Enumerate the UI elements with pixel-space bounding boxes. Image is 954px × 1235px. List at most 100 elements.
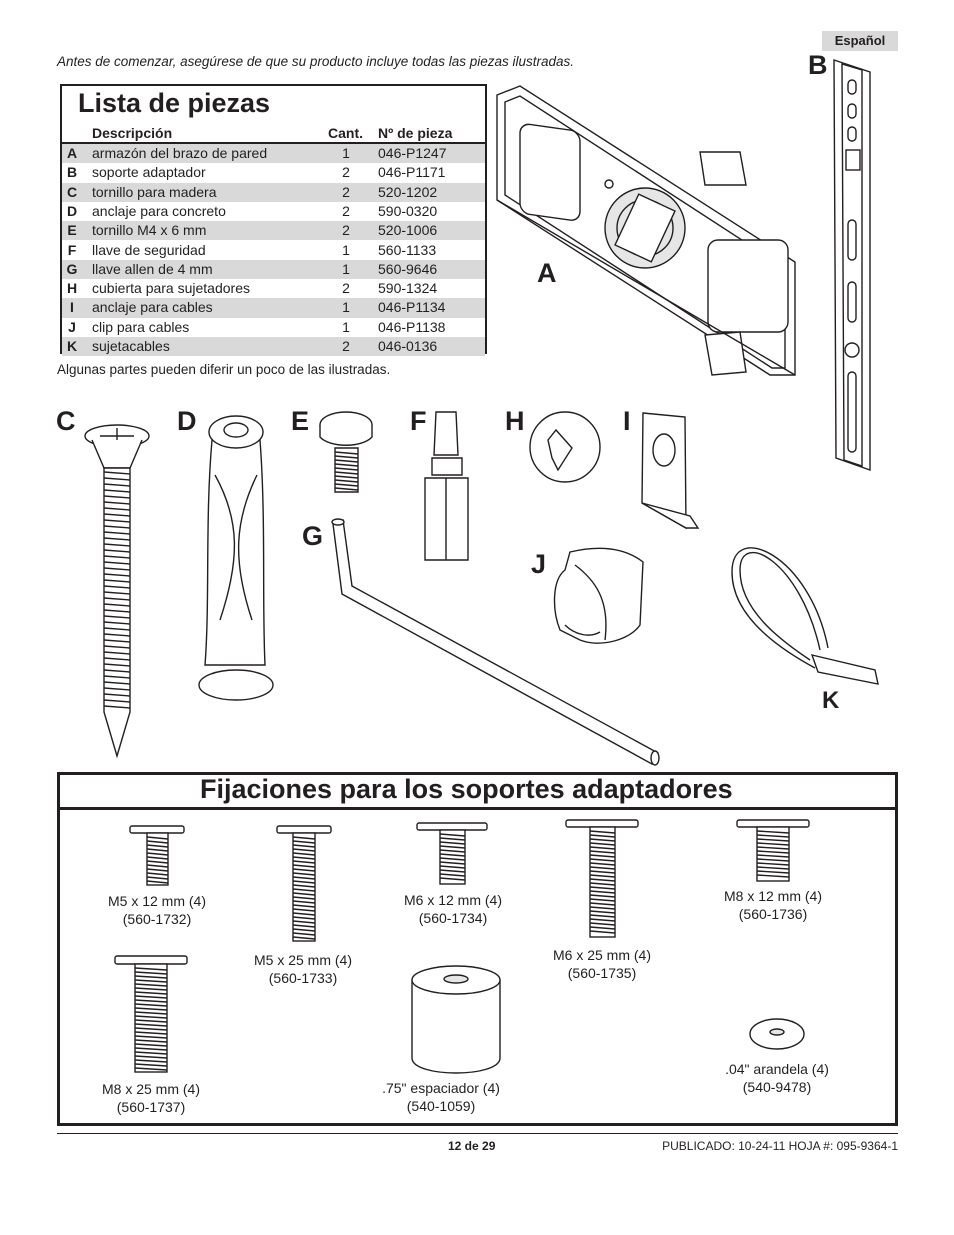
thread-line bbox=[589, 894, 616, 898]
thread-line bbox=[589, 882, 616, 886]
thread-line bbox=[134, 1003, 168, 1007]
concrete-anchor-illustration bbox=[198, 415, 274, 701]
row-letter: B bbox=[66, 164, 78, 181]
row-qty: 2 bbox=[342, 338, 350, 354]
thread-line bbox=[589, 854, 616, 858]
thread-line bbox=[439, 849, 466, 853]
thread-line bbox=[334, 483, 359, 487]
intro-text: Antes de comenzar, asegúrese de que su p… bbox=[57, 54, 575, 69]
language-tag: Español bbox=[822, 31, 898, 51]
thread-line bbox=[439, 853, 466, 857]
thread-line bbox=[756, 838, 790, 842]
thread-line bbox=[589, 858, 616, 862]
row-qty: 1 bbox=[342, 241, 350, 258]
cable-tie-illustration bbox=[731, 547, 879, 685]
thread-line bbox=[589, 906, 616, 910]
fastener-caption: .04" arandela (4)(540-9478) bbox=[725, 1061, 829, 1095]
thread-line bbox=[134, 1015, 168, 1019]
row-desc: llave allen de 4 mm bbox=[92, 260, 213, 277]
row-part: 046-0136 bbox=[378, 338, 438, 354]
thread-line bbox=[589, 850, 616, 854]
row-part: 046-P1247 bbox=[378, 145, 447, 161]
thread-line bbox=[589, 862, 616, 866]
thread-line bbox=[103, 573, 131, 577]
row-letter: A bbox=[66, 145, 78, 161]
row-qty: 2 bbox=[342, 280, 350, 297]
thread-line bbox=[103, 567, 131, 571]
row-qty: 2 bbox=[342, 164, 350, 181]
thread-line bbox=[146, 836, 169, 840]
thread-line bbox=[103, 639, 131, 643]
thread-line bbox=[103, 651, 131, 655]
thread-line bbox=[292, 852, 316, 856]
thread-line bbox=[334, 471, 359, 475]
thread-line bbox=[292, 860, 316, 864]
fasteners-title: Fijaciones para los soportes adaptadores bbox=[200, 774, 733, 804]
fastener-cover-illustration bbox=[529, 411, 601, 483]
bolt-m6-25-icon bbox=[565, 819, 639, 938]
thread-line bbox=[103, 507, 131, 511]
thread-line bbox=[292, 924, 316, 928]
thread-line bbox=[103, 495, 131, 499]
row-letter: F bbox=[67, 241, 77, 258]
thread-line bbox=[103, 633, 131, 637]
row-qty: 2 bbox=[342, 202, 350, 219]
thread-line bbox=[334, 487, 359, 491]
thread-line bbox=[589, 898, 616, 902]
thread-line bbox=[292, 888, 316, 892]
thread-line bbox=[589, 874, 616, 878]
thread-line bbox=[292, 868, 316, 872]
thread-line bbox=[334, 475, 359, 479]
thread-line bbox=[292, 864, 316, 868]
thread-line bbox=[146, 860, 169, 864]
thread-line bbox=[439, 845, 466, 849]
row-desc: armazón del brazo de pared bbox=[92, 145, 268, 161]
label-e: E bbox=[291, 406, 310, 436]
thread-line bbox=[103, 675, 131, 679]
thread-line bbox=[103, 489, 131, 493]
bolt-m5-25-icon bbox=[276, 825, 332, 942]
thread-line bbox=[103, 579, 131, 583]
row-part: 046-P1134 bbox=[378, 299, 446, 316]
thread-line bbox=[134, 971, 168, 975]
fastener-caption: .75" espaciador (4)(540-1059) bbox=[382, 1080, 500, 1114]
label-h: H bbox=[505, 406, 525, 436]
thread-line bbox=[103, 525, 131, 529]
row-desc: cubierta para sujetadores bbox=[92, 280, 250, 297]
thread-line bbox=[334, 451, 359, 455]
thread-line bbox=[589, 890, 616, 894]
thread-line bbox=[589, 830, 616, 834]
row-qty: 2 bbox=[342, 183, 350, 200]
row-qty: 1 bbox=[342, 299, 350, 316]
thread-line bbox=[589, 918, 616, 922]
header-rule bbox=[62, 142, 485, 144]
row-desc: llave de seguridad bbox=[92, 241, 206, 258]
thread-line bbox=[292, 908, 316, 912]
label-k: K bbox=[822, 687, 840, 714]
thread-line bbox=[756, 862, 790, 866]
thread-line bbox=[103, 555, 131, 559]
thread-line bbox=[103, 681, 131, 685]
thread-line bbox=[146, 868, 169, 872]
thread-line bbox=[103, 705, 131, 709]
row-qty: 1 bbox=[342, 260, 350, 277]
fasteners-title-rule bbox=[60, 807, 895, 810]
row-letter: J bbox=[68, 318, 76, 335]
thread-line bbox=[103, 699, 131, 703]
thread-line bbox=[292, 848, 316, 852]
thread-line bbox=[292, 892, 316, 896]
thread-line bbox=[134, 1063, 168, 1067]
thread-line bbox=[134, 979, 168, 983]
thread-line bbox=[292, 896, 316, 900]
thread-line bbox=[146, 848, 169, 852]
thread-line bbox=[103, 513, 131, 517]
row-part: 046-P1171 bbox=[378, 164, 446, 181]
spacer-icon bbox=[411, 965, 501, 1074]
thread-line bbox=[103, 561, 131, 565]
thread-line bbox=[103, 531, 131, 535]
allen-wrench-illustration bbox=[331, 518, 660, 766]
fastener-caption: M6 x 25 mm (4)(560-1735) bbox=[552, 947, 651, 981]
